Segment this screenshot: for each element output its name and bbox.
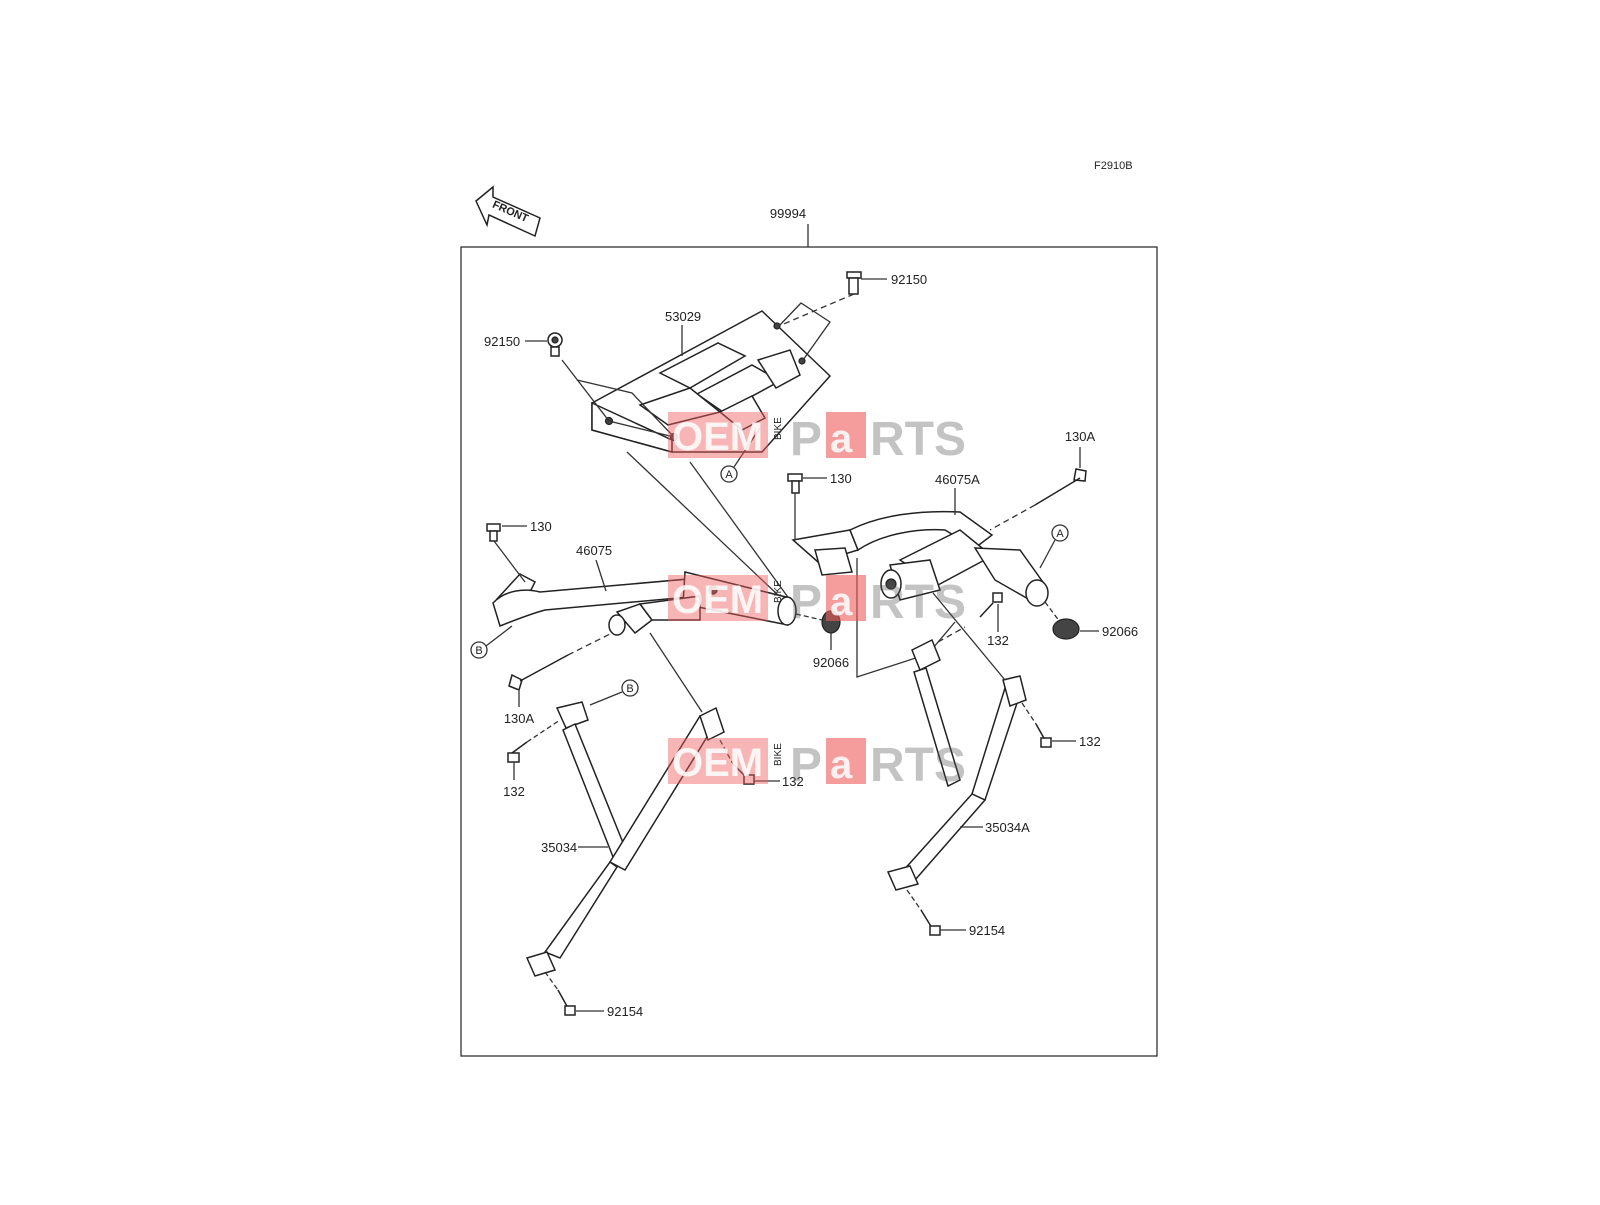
- callout-92066-mid: 92066: [813, 655, 849, 670]
- callout-46075a: 46075A: [935, 472, 980, 487]
- svg-text:OEM: OEM: [672, 578, 763, 622]
- svg-text:RTS: RTS: [870, 739, 966, 792]
- callout-130-mid: 130: [830, 471, 852, 486]
- bolt-132-right-top: [979, 592, 1003, 618]
- callout-53029: 53029: [665, 309, 701, 324]
- svg-text:P: P: [790, 576, 822, 629]
- callout-132-left: 132: [503, 784, 525, 799]
- right-stay-35034a: [886, 638, 1027, 891]
- ref-marker-b-lower: [621, 679, 639, 697]
- callout-130a-left: 130A: [504, 711, 535, 726]
- svg-text:a: a: [830, 580, 853, 624]
- ref-b-lower-label: B: [626, 683, 633, 695]
- svg-text:BIKE: BIKE: [773, 417, 784, 440]
- callout-35034a: 35034A: [985, 820, 1030, 835]
- svg-text:OEM: OEM: [672, 415, 763, 459]
- left-stay-35034: [525, 701, 725, 977]
- bolt-92150-top: [846, 271, 862, 295]
- callout-132-right: 132: [1079, 734, 1101, 749]
- callout-92154-left: 92154: [607, 1004, 643, 1019]
- assembly-frame: [460, 246, 1158, 1057]
- callout-35034: 35034: [541, 840, 577, 855]
- bolt-132-mid: [732, 763, 755, 785]
- callout-130-left: 130: [530, 519, 552, 534]
- svg-text:a: a: [830, 417, 853, 461]
- callout-132-right-top: 132: [987, 633, 1009, 648]
- assembly-number: 99994: [770, 206, 806, 221]
- ref-b-left-label: B: [475, 645, 482, 657]
- left-arm-46075: [492, 571, 797, 636]
- watermark-3: OEM BIKE P a RTS: [668, 738, 966, 792]
- grommet-92066-right: [1052, 618, 1080, 640]
- front-arrow-icon: FRONT: [475, 185, 541, 238]
- bolt-132-right: [1035, 723, 1052, 748]
- svg-text:P: P: [790, 413, 822, 466]
- bolt-132-left: [507, 741, 528, 763]
- bolt-92150-left: [547, 332, 563, 357]
- callout-92066-right: 92066: [1102, 624, 1138, 639]
- bolt-130a-right: [1034, 468, 1087, 506]
- svg-text:RTS: RTS: [870, 576, 966, 629]
- callout-92154-right: 92154: [969, 923, 1005, 938]
- callout-46075: 46075: [576, 543, 612, 558]
- callout-132-mid: 132: [782, 774, 804, 789]
- ref-marker-b-left: [470, 641, 488, 659]
- ref-marker-a-top: [720, 465, 738, 483]
- callout-92150-top: 92150: [891, 272, 927, 287]
- figure-code: F2910B: [1094, 160, 1133, 172]
- svg-text:P: P: [790, 739, 822, 792]
- svg-text:BIKE: BIKE: [773, 580, 784, 603]
- ref-marker-a-right: [1051, 524, 1069, 542]
- svg-text:BIKE: BIKE: [773, 743, 784, 766]
- ref-a-top-label: A: [725, 469, 733, 481]
- callout-92150-left: 92150: [484, 334, 520, 349]
- watermark-1: OEM BIKE P a RTS: [668, 412, 966, 466]
- bolt-130-mid: [787, 473, 803, 494]
- svg-text:RTS: RTS: [870, 413, 966, 466]
- callout-130a-right: 130A: [1065, 429, 1096, 444]
- svg-text:a: a: [830, 743, 853, 787]
- bolt-130a-left: [508, 654, 569, 692]
- right-arm-46075a: [791, 510, 1049, 607]
- watermark-2: OEM BIKE P a RTS: [668, 575, 966, 629]
- bolt-92154-right: [920, 909, 941, 936]
- bolt-130-left: [486, 523, 501, 542]
- svg-text:OEM: OEM: [672, 741, 763, 785]
- bolt-92154-left: [557, 989, 576, 1016]
- ref-a-right-label: A: [1056, 528, 1064, 540]
